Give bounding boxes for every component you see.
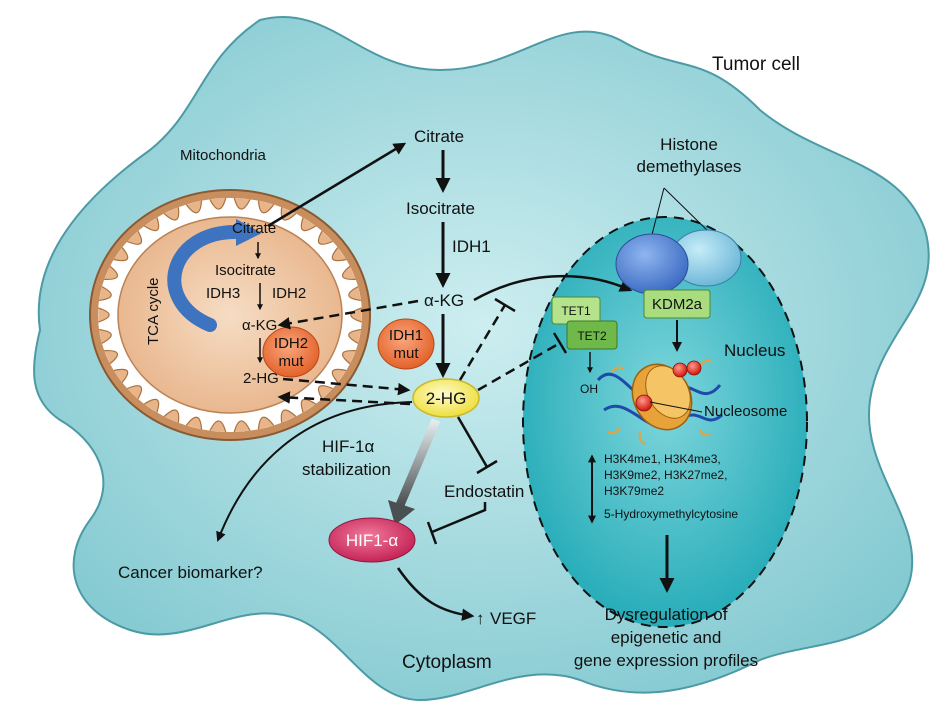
outcome-line-2: epigenetic and [611,628,722,647]
mito-citrate: Citrate [232,220,276,237]
crista-fold [317,230,333,245]
crista-fold [127,385,143,400]
crista-fold [331,368,347,383]
citrate-export-arrow [267,142,407,228]
biomarker-arrow [216,401,413,542]
endostatin-label: Endostatin [444,482,524,501]
svg-text:TET2: TET2 [577,329,607,343]
histone-marks-2: H3K9me2, H3K27me2, [604,468,727,482]
hif-stabilization-label-2: stabilization [302,460,391,479]
nucleosome-label: Nucleosome [704,403,787,420]
histone-marks-3: H3K79me2 [604,484,664,498]
svg-text:2-HG: 2-HG [426,389,467,408]
svg-text:IDH2: IDH2 [274,335,308,352]
demethylases-label-2: demethylases [637,157,742,176]
mitochondria [89,189,371,441]
cyto-citrate: Citrate [414,127,464,146]
svg-text:mut: mut [278,353,304,370]
crista-fold [185,416,203,430]
crista-fold [342,265,356,280]
mito-idh2: IDH2 [272,285,306,302]
crista-fold [300,217,317,232]
histone-marks-1: H3K4me1, H3K4me3, [604,452,721,466]
svg-text:mut: mut [393,345,419,362]
crista-fold [300,398,317,413]
vegf-up-arrow: ↑ [476,609,485,628]
crista-fold [127,230,143,245]
cytoplasm-label: Cytoplasm [402,652,492,673]
crista-fold [209,420,227,433]
crista-fold [331,247,347,262]
mito-akg: α-KG [242,317,277,334]
crista-fold [163,409,180,423]
svg-text:IDH1: IDH1 [389,327,423,344]
outcome-line-1: Dysregulation of [605,605,728,624]
demethylase-blob-left [615,233,689,295]
cyto-isocitrate: Isocitrate [406,199,475,218]
crista-fold [233,197,251,210]
mito-idh3: IDH3 [206,285,240,302]
crista-fold [348,286,362,302]
idh1-mutant: IDH1 mut [377,318,435,370]
crista-fold [113,368,129,383]
crista-fold [143,398,160,413]
cyto-akg: α-KG [424,291,464,310]
tca-cycle-arrow [167,224,245,332]
svg-text:HIF1-α: HIF1-α [346,531,399,550]
crista-fold [348,328,362,344]
hif-stabilization-label-1: HIF-1α [322,437,375,456]
crista-fold [233,420,251,433]
crista-fold [342,350,356,365]
mitochondria-label: Mitochondria [180,147,267,164]
crista-fold [209,197,227,210]
crista-fold [104,350,118,365]
akg-to-kdm-arrow [473,274,633,302]
crista-fold [280,409,297,423]
nucleus-label: Nucleus [724,341,785,360]
crista-fold [163,207,180,221]
cristae [98,197,362,433]
crista-fold [98,307,110,323]
crista-fold [104,265,118,280]
crista-fold [98,328,112,344]
tumor-cell-label: Tumor cell [712,54,800,75]
biomarker-label: Cancer biomarker? [118,563,263,582]
cyto-idh1: IDH1 [452,237,491,256]
2hg-export-arrow [282,377,411,396]
tca-cycle-label: TCA cycle [145,277,162,345]
hif-stabilization-arrow [395,418,441,507]
tet1-box: TET1 [551,296,601,325]
outcome-line-3: gene expression profiles [574,651,758,670]
crista-fold [317,385,333,400]
svg-text:TET1: TET1 [561,304,591,318]
vegf-label: VEGF [490,609,536,628]
svg-text:KDM2a: KDM2a [652,296,703,313]
hydroxymethylcytosine-label: 5-Hydroxymethylcytosine [604,507,738,521]
demethylases-label-1: Histone [660,135,718,154]
kdm2a-box: KDM2a [643,289,711,319]
tet2-box: TET2 [566,320,618,350]
akg-import-arrow [277,299,419,330]
idh2-mutant: IDH2 mut [262,326,320,378]
2hg-node: 2-HG [412,378,480,418]
oh-label: OH [580,382,598,396]
mito-2hg: 2-HG [243,370,279,387]
mito-isocitrate: Isocitrate [215,262,276,279]
crista-fold [257,200,275,214]
crista-fold [185,200,203,214]
crista-fold [143,217,160,232]
hif1a-node: HIF1-α [328,517,416,563]
crista-fold [257,416,275,430]
crista-fold [113,247,129,262]
crista-fold [98,286,112,302]
crista-fold [350,307,362,323]
